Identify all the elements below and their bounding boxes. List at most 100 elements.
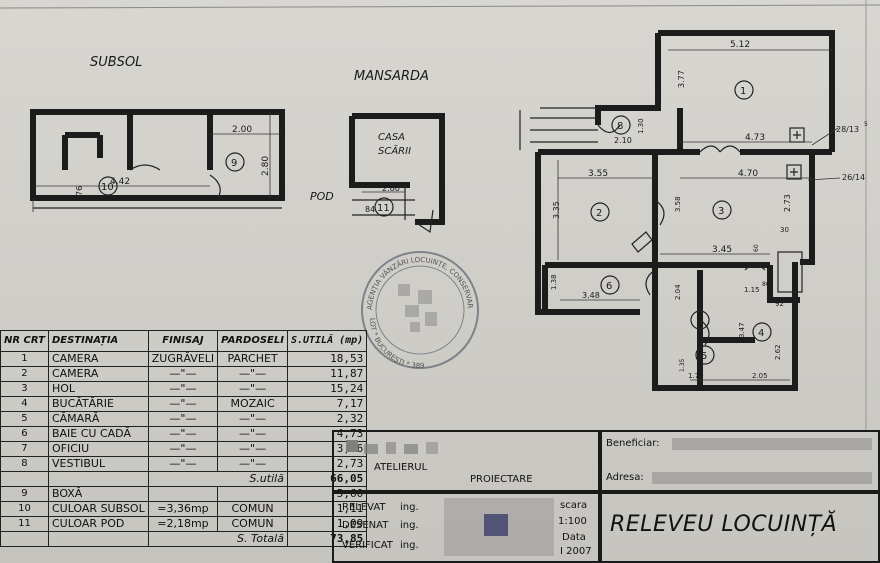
- desenat-ing: ing.: [400, 520, 419, 531]
- header-destinatia: DESTINAȚIA: [47, 330, 149, 352]
- room-2-label: 2: [596, 208, 602, 219]
- room-10-marker: [98, 176, 118, 196]
- subsol-dim-2-00: 2.00: [232, 125, 252, 135]
- legend-cell-pardoseli: [217, 486, 288, 502]
- legend-header-row: NR CRT DESTINAȚIA FINISAJ PARDOSELI S.UT…: [0, 330, 368, 352]
- redacted-beneficiar: [672, 438, 872, 450]
- legend-cell-nr: 2: [0, 366, 49, 382]
- legend-cell-destinatia: VESTIBUL: [47, 456, 149, 472]
- dim-60: 60: [753, 244, 760, 252]
- legend-cell-destinatia: CAMERA: [47, 351, 149, 367]
- legend-cell-finisaj: —"—: [147, 411, 219, 427]
- dim-2-62: 2.62: [774, 344, 782, 360]
- desenat-label: DESENAT: [342, 520, 389, 531]
- mansarda-dim-84: 84: [365, 205, 375, 214]
- header-finisaj: FINISAJ: [147, 330, 219, 352]
- subsol-dim-76: 76: [75, 186, 84, 196]
- dim-3-47: 3.47: [738, 322, 746, 338]
- sign-box: RELEVAT DESENAT VERIFICAT ing. ing. ing.…: [332, 492, 600, 563]
- atelierul-label: ATELIERUL: [374, 462, 428, 473]
- room-7-label: 7: [696, 316, 702, 327]
- legend-cell-finisaj: —"—: [147, 366, 219, 382]
- legend-cell-destinatia: BOXĂ: [47, 486, 149, 502]
- dim-3-55: 3.55: [588, 169, 608, 179]
- dim-3-48: 3.48: [582, 291, 600, 300]
- dim-2-73: 2.73: [783, 194, 792, 212]
- legend-cell-sutila: 7,17: [286, 396, 368, 412]
- header-pardoseli: PARDOSELI: [217, 330, 288, 352]
- mansarda-dim-2-60: 2.60: [382, 184, 400, 193]
- legend-cell-sutila: 18,53: [286, 351, 368, 367]
- dim-1-15: 1.15: [744, 286, 760, 294]
- drawing-title: RELEVEU LOCUINȚĂ: [610, 512, 838, 537]
- subsol-dim-2-80: 2.80: [261, 156, 271, 176]
- legend-cell-pardoseli: PARCHET: [217, 351, 288, 367]
- data-value: I 2007: [560, 546, 592, 557]
- legend-cell-nr: 11: [0, 516, 49, 532]
- room-1-marker: [734, 80, 754, 100]
- legend-cell-pardoseli: —"—: [217, 366, 288, 382]
- legend-cell-finisaj: —"—: [147, 381, 219, 397]
- room-8-label: 8: [617, 121, 623, 132]
- dim-28-13-sup: 5: [864, 121, 868, 128]
- dim-1-35: 1.35: [679, 358, 686, 372]
- legend-cell-nr: 1: [0, 351, 49, 367]
- legend-cell-nr: 4: [0, 396, 49, 412]
- dim-4-70: 4.70: [738, 169, 758, 179]
- subsol-dim-4-42: 4.42: [110, 177, 130, 187]
- dim-3-58: 3.58: [674, 196, 682, 212]
- atelier-box: ATELIERUL PROIECTARE: [332, 430, 600, 492]
- legend-cell-sutila: 15,24: [286, 381, 368, 397]
- room-8-marker: [611, 115, 631, 135]
- dim-3-45: 3.45: [712, 245, 732, 255]
- legend-cell-pardoseli: COMUN: [217, 516, 288, 532]
- legend-cell-sutila: 11,87: [286, 366, 368, 382]
- room-3-label: 3: [718, 206, 724, 217]
- legend-cell-nr: 5: [0, 411, 49, 427]
- legend-cell-pardoseli: —"—: [217, 426, 288, 442]
- dim-2-04: 2.04: [674, 284, 682, 300]
- sutila-label: S.utilă: [147, 471, 288, 487]
- legend-cell-finisaj: =3,36mp: [147, 501, 219, 517]
- legend-cell-pardoseli: —"—: [217, 456, 288, 472]
- legend-cell-finisaj: —"—: [147, 456, 219, 472]
- mansarda-plan: [349, 113, 445, 234]
- room-4-label: 4: [758, 328, 764, 339]
- redacted-adresa: [652, 472, 872, 484]
- legend-cell-pardoseli: —"—: [217, 441, 288, 457]
- beneficiar-label: Beneficiar:: [606, 438, 660, 449]
- legend-cell-nr: 9: [0, 486, 49, 502]
- legend-cell-destinatia: CAMERA: [47, 366, 149, 382]
- dim-2-10: 2.10: [614, 136, 632, 145]
- room-5-label: 5: [701, 351, 707, 362]
- legend-cell-destinatia: CULOAR POD: [47, 516, 149, 532]
- stotala-total: 73,85: [286, 531, 368, 547]
- dim-3-35: 3.35: [552, 201, 561, 219]
- subsol-plan: [30, 109, 285, 212]
- legend-cell-destinatia: CULOAR SUBSOL: [47, 501, 149, 517]
- dim-92: 92: [775, 300, 784, 308]
- room-10-label: 10: [101, 182, 114, 193]
- legend-cell-finisaj: —"—: [147, 396, 219, 412]
- dim-5-12: 5.12: [730, 40, 750, 50]
- legend-cell-pardoseli: —"—: [217, 381, 288, 397]
- proiectare-label: PROIECTARE: [470, 474, 533, 485]
- legend-cell-nr: 10: [0, 501, 49, 517]
- legend-cell-nr: 7: [0, 441, 49, 457]
- room-3-marker: [712, 200, 732, 220]
- legend-cell-pardoseli: COMUN: [217, 501, 288, 517]
- dim-4-73: 4.73: [745, 133, 765, 143]
- title-block: ATELIERUL PROIECTARE Beneficiar: Adresa:…: [332, 430, 880, 563]
- room-7-marker: [690, 310, 710, 330]
- beneficiar-box: Beneficiar: Adresa:: [600, 430, 880, 492]
- room-9-marker: [225, 152, 245, 172]
